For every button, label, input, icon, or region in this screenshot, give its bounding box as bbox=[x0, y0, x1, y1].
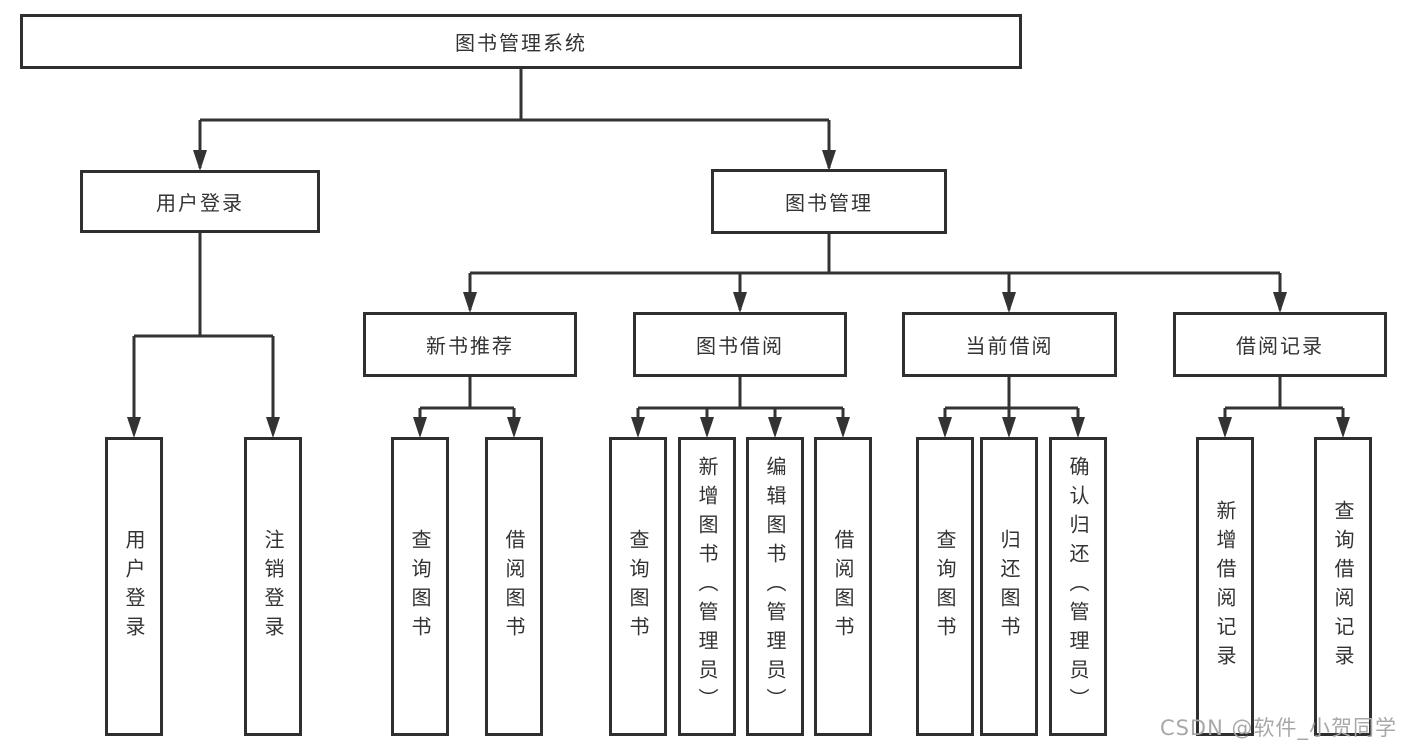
node-label: 新增图书（管理员） bbox=[695, 456, 719, 717]
leaf-confirm-return-admin: 确认归还（管理员） bbox=[1049, 437, 1107, 736]
node-label: 查询图书 bbox=[933, 528, 957, 645]
node-borrowing-records: 借阅记录 bbox=[1173, 312, 1387, 377]
node-book-management: 图书管理 bbox=[711, 169, 947, 234]
node-label: 注销登录 bbox=[261, 528, 285, 645]
leaf-query-books-recommend: 查询图书 bbox=[391, 437, 449, 736]
leaf-query-books-current: 查询图书 bbox=[916, 437, 974, 736]
node-label: 图书借阅 bbox=[696, 334, 784, 358]
node-label: 图书管理系统 bbox=[455, 31, 587, 55]
node-current-borrowing: 当前借阅 bbox=[902, 312, 1117, 377]
leaf-logout: 注销登录 bbox=[244, 437, 302, 736]
node-new-book-recommendation: 新书推荐 bbox=[363, 312, 577, 377]
node-label: 新增借阅记录 bbox=[1213, 499, 1237, 674]
node-label: 用户登录 bbox=[122, 528, 146, 645]
node-label: 编辑图书（管理员） bbox=[763, 456, 787, 717]
leaf-edit-books-admin: 编辑图书（管理员） bbox=[746, 437, 804, 736]
node-label: 图书管理 bbox=[785, 191, 873, 215]
node-book-borrowing: 图书借阅 bbox=[633, 312, 847, 377]
arrowheads bbox=[127, 150, 1350, 438]
leaf-add-books-admin: 新增图书（管理员） bbox=[678, 437, 736, 736]
leaf-return-books: 归还图书 bbox=[980, 437, 1038, 736]
node-label: 查询图书 bbox=[408, 528, 432, 645]
node-label: 查询借阅记录 bbox=[1331, 499, 1355, 674]
node-user-login: 用户登录 bbox=[80, 170, 320, 233]
tree-edges bbox=[132, 69, 1345, 434]
leaf-query-books-borrow: 查询图书 bbox=[609, 437, 667, 736]
leaf-borrow-books-recommend: 借阅图书 bbox=[485, 437, 543, 736]
node-label: 新书推荐 bbox=[426, 334, 514, 358]
leaf-add-borrow-record: 新增借阅记录 bbox=[1196, 437, 1254, 736]
node-label: 用户登录 bbox=[156, 191, 244, 215]
leaf-borrow-books: 借阅图书 bbox=[814, 437, 872, 736]
node-label: 借阅图书 bbox=[831, 528, 855, 645]
node-label: 查询图书 bbox=[626, 528, 650, 645]
leaf-user-login: 用户登录 bbox=[105, 437, 163, 736]
node-label: 确认归还（管理员） bbox=[1066, 456, 1090, 717]
node-label: 归还图书 bbox=[997, 528, 1021, 645]
node-label: 借阅图书 bbox=[502, 528, 526, 645]
node-label: 当前借阅 bbox=[965, 334, 1054, 358]
leaf-query-borrow-record: 查询借阅记录 bbox=[1314, 437, 1372, 736]
csdn-watermark: CSDN @软件_小贺同学 bbox=[1159, 716, 1397, 740]
node-label: 借阅记录 bbox=[1236, 334, 1324, 358]
node-library-management-system: 图书管理系统 bbox=[20, 14, 1022, 69]
